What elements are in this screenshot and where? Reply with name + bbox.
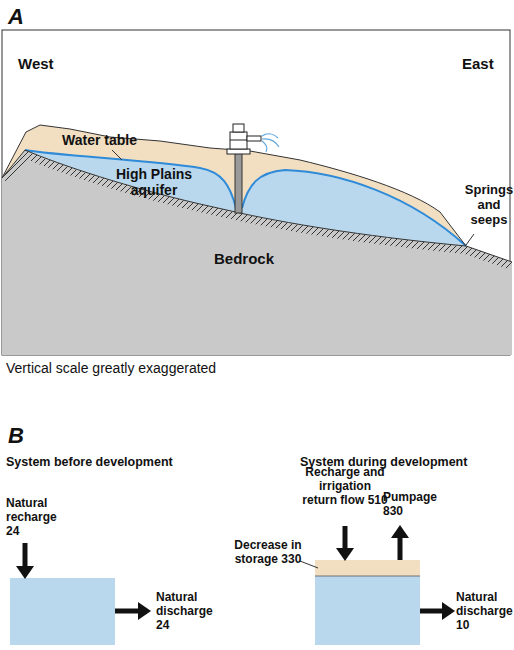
feature-label: Bedrock bbox=[214, 250, 274, 268]
aquifer-box bbox=[315, 576, 420, 645]
aquifer-fill bbox=[25, 150, 466, 246]
flow-label: Pumpage 830 bbox=[383, 490, 443, 518]
direction-label: East bbox=[462, 55, 494, 73]
flow-arrow-shaft bbox=[115, 609, 140, 614]
flow-arrow-shaft bbox=[23, 543, 28, 568]
pump-base bbox=[227, 149, 250, 154]
section-heading: System before development bbox=[6, 455, 173, 470]
bedrock-fill bbox=[2, 150, 512, 355]
storage-decrease-band bbox=[315, 560, 420, 576]
flow-arrow-shaft bbox=[343, 526, 348, 550]
feature-label: Springs and seeps bbox=[461, 182, 514, 228]
flow-arrow-head bbox=[391, 525, 409, 538]
well-casing bbox=[235, 150, 242, 213]
leader-line bbox=[300, 561, 318, 568]
unsaturated-zone bbox=[2, 125, 466, 246]
scale-note: Vertical scale greatly exaggerated bbox=[6, 360, 216, 376]
land-surface bbox=[2, 125, 466, 246]
flow-arrow-head bbox=[442, 602, 455, 620]
flow-arrow-head bbox=[336, 548, 354, 561]
leader-line bbox=[466, 234, 474, 245]
flow-label: Natural discharge 24 bbox=[156, 590, 226, 632]
flow-label: Recharge and irrigation return flow 510 bbox=[302, 465, 388, 507]
discharge-pipe bbox=[247, 136, 261, 141]
flow-arrow-shaft bbox=[398, 536, 403, 560]
aquifer-box bbox=[10, 578, 115, 645]
feature-label: High Plains aquifer bbox=[104, 166, 204, 199]
panel-letter: A bbox=[8, 4, 24, 30]
flow-arrow-head bbox=[16, 566, 34, 579]
direction-label: West bbox=[18, 55, 54, 73]
water-table-line bbox=[25, 150, 466, 246]
band-divider bbox=[315, 576, 420, 577]
leader-line bbox=[112, 150, 122, 160]
pump-body bbox=[230, 132, 247, 149]
flow-label: Natural discharge 10 bbox=[456, 590, 514, 632]
bedrock-surface bbox=[2, 150, 512, 262]
flow-label: Decrease in storage 330 bbox=[234, 538, 302, 566]
feature-label: Water table bbox=[62, 132, 137, 148]
flow-label: Natural recharge 24 bbox=[6, 496, 68, 538]
water-spray bbox=[262, 134, 279, 152]
panel-letter: B bbox=[8, 423, 24, 449]
flow-arrow-head bbox=[138, 602, 151, 620]
pump-cap bbox=[233, 124, 244, 132]
pump-detail bbox=[230, 140, 247, 141]
flow-arrow-shaft bbox=[420, 609, 444, 614]
